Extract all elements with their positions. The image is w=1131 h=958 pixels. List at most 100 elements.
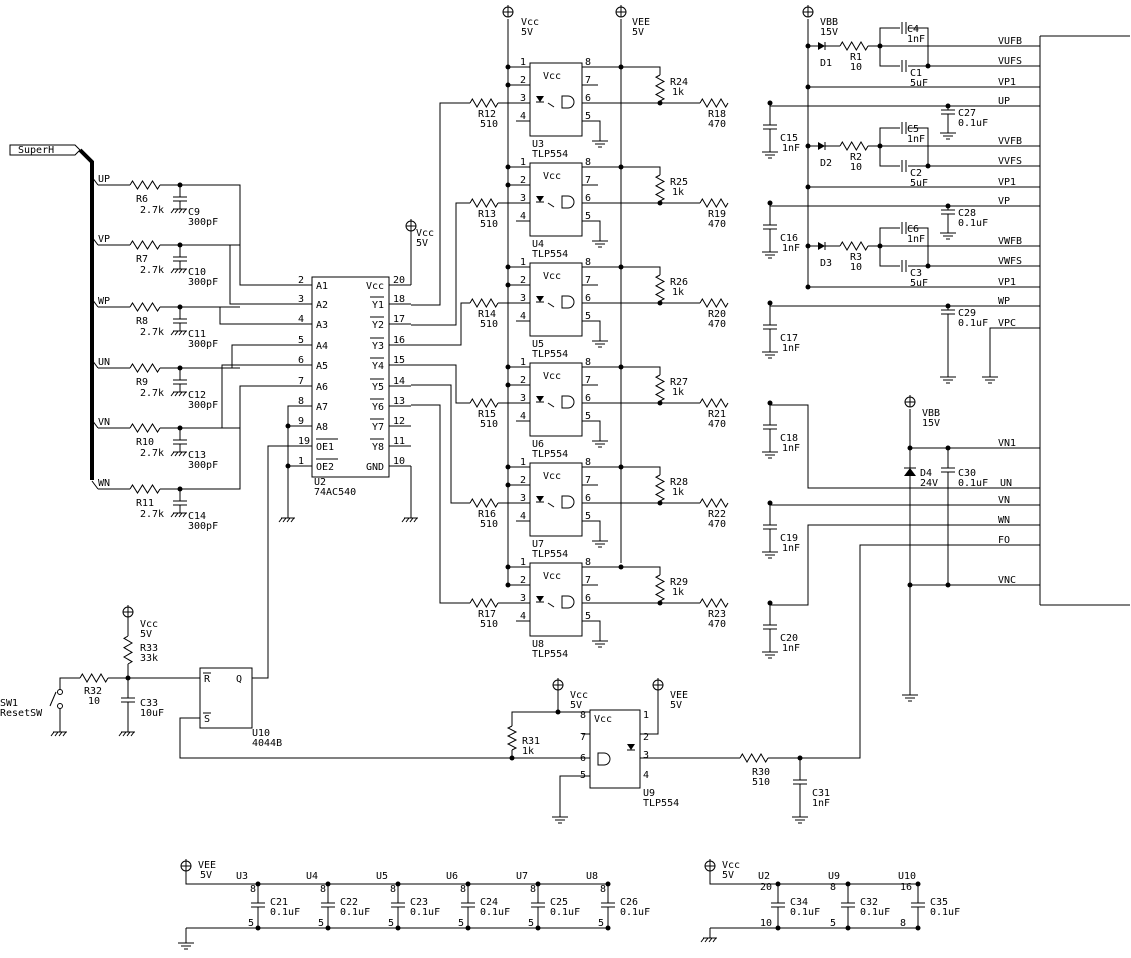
opto-pin-number: 6 [585, 493, 591, 504]
capacitor-ref: C5 [907, 124, 919, 135]
net-label: FO [998, 535, 1010, 546]
chassis-ground-symbol [182, 512, 187, 518]
wire [879, 27, 900, 46]
wire [908, 227, 929, 266]
resistor-ref: R33 [140, 643, 158, 654]
u2-pin-number: 4 [298, 314, 304, 325]
wire [179, 717, 590, 759]
light-arrow [547, 202, 555, 208]
resistor-ref: R1 [850, 52, 862, 63]
resistor-ref: R7 [136, 254, 148, 265]
chassis-ground-symbol [170, 208, 175, 214]
wire [160, 184, 312, 286]
wire [770, 404, 1040, 489]
superh-label: SuperH [18, 145, 54, 156]
bus-entry [91, 176, 99, 186]
decoupling-pin-bottom: 8 [900, 918, 906, 929]
opto-pin-number: 1 [520, 357, 526, 368]
nand-symbol [561, 95, 575, 109]
nand-symbol [561, 395, 575, 409]
decoupling-pin-top: 8 [530, 884, 536, 895]
chassis-ground-symbol [178, 268, 183, 274]
resistor-value: 510 [480, 319, 498, 330]
u2-vcc-value: 5V [416, 238, 428, 249]
chassis-ground-symbol [174, 208, 179, 214]
junction-dot [907, 582, 913, 588]
capacitor-ref: C27 [958, 108, 976, 119]
resistor-R10 [129, 423, 161, 433]
vbb-low-label: VBB [922, 408, 940, 419]
optocoupler-U7 [529, 462, 583, 537]
resistor-R12 [469, 98, 499, 108]
signal-label: VN [98, 417, 110, 428]
capacitor-ref: C33 [140, 698, 158, 709]
diode-ref: D3 [820, 258, 832, 269]
decoupling-unit: U7 [516, 871, 528, 882]
chassis-ground-symbol [50, 731, 55, 737]
decoupling-pin-top: 20 [760, 882, 772, 893]
opto-pin-number: 7 [585, 575, 591, 586]
opto-pin-number: 2 [520, 275, 526, 286]
resistor-ref: R6 [136, 194, 148, 205]
resistor-R6 [129, 180, 161, 190]
u9-vee-value: 5V [670, 700, 682, 711]
junction-dot [805, 284, 811, 290]
u2-pin-name: A3 [316, 320, 328, 331]
opto-pin-number: 5 [585, 211, 591, 222]
opto-pin-number: 7 [585, 275, 591, 286]
opto-pin-number: 4 [520, 311, 526, 322]
opto-pin-number: 4 [520, 511, 526, 522]
opto-vee-value: 5V [632, 27, 644, 38]
decoupling-pin-top: 8 [830, 882, 836, 893]
resistor-value: 510 [480, 419, 498, 430]
opto-vcc-text: Vcc [543, 271, 561, 282]
resistor-value: 10 [850, 62, 862, 73]
zener-value: 24V [920, 478, 938, 489]
capacitor-value: 1nF [907, 34, 925, 45]
resistor-value: 10 [88, 696, 100, 707]
reset-vcc-label: Vcc [140, 619, 158, 630]
wire [800, 544, 1040, 759]
u2-pin-number: 17 [393, 314, 405, 325]
capacitor-value: 0.1uF [620, 907, 650, 918]
opto-pin-number: 5 [585, 411, 591, 422]
resistor-value: 1k [672, 487, 684, 498]
resistor-ref: R28 [670, 477, 688, 488]
vbb-low-value: 15V [922, 418, 940, 429]
wire [411, 364, 470, 404]
opto-pin-number: 6 [585, 93, 591, 104]
decoupling-pin-bottom: 5 [248, 918, 254, 929]
opto-pin-number: 8 [585, 357, 591, 368]
junction-dot [945, 582, 951, 588]
light-arrow [547, 402, 555, 408]
capacitor-value: 0.1uF [790, 907, 820, 918]
wire-layer [9, 5, 1130, 950]
u2-pin-name: A5 [316, 361, 328, 372]
led-symbol [536, 596, 544, 602]
opto-pin-number: 4 [520, 611, 526, 622]
capacitor-value: 1nF [782, 443, 800, 454]
wire [598, 420, 601, 436]
resistor-value: 470 [708, 119, 726, 130]
u2-pin-number: 8 [298, 396, 304, 407]
zener-D4 [904, 468, 916, 476]
light-arrow [547, 102, 555, 108]
capacitor-value: 1nF [812, 798, 830, 809]
resistor-ref: R14 [478, 309, 496, 320]
opto-pin-number: 8 [585, 157, 591, 168]
resistor-R7 [129, 240, 161, 250]
capacitor-ref: C34 [790, 897, 808, 908]
u2-pin-name: Y2 [372, 320, 384, 331]
wire [180, 344, 312, 369]
resistor-value: 2.7k [140, 265, 164, 276]
led-symbol [536, 196, 544, 202]
resistor-ref: R24 [670, 77, 688, 88]
bus-entry [91, 298, 99, 308]
resistor-ref: R27 [670, 377, 688, 388]
net-label: VUFB [998, 36, 1022, 47]
u2-pin-number: 13 [393, 396, 405, 407]
resistor-value: 510 [480, 119, 498, 130]
junction-dot [285, 463, 291, 469]
resistor-value: 1k [672, 587, 684, 598]
zener-ref: D4 [920, 468, 932, 479]
